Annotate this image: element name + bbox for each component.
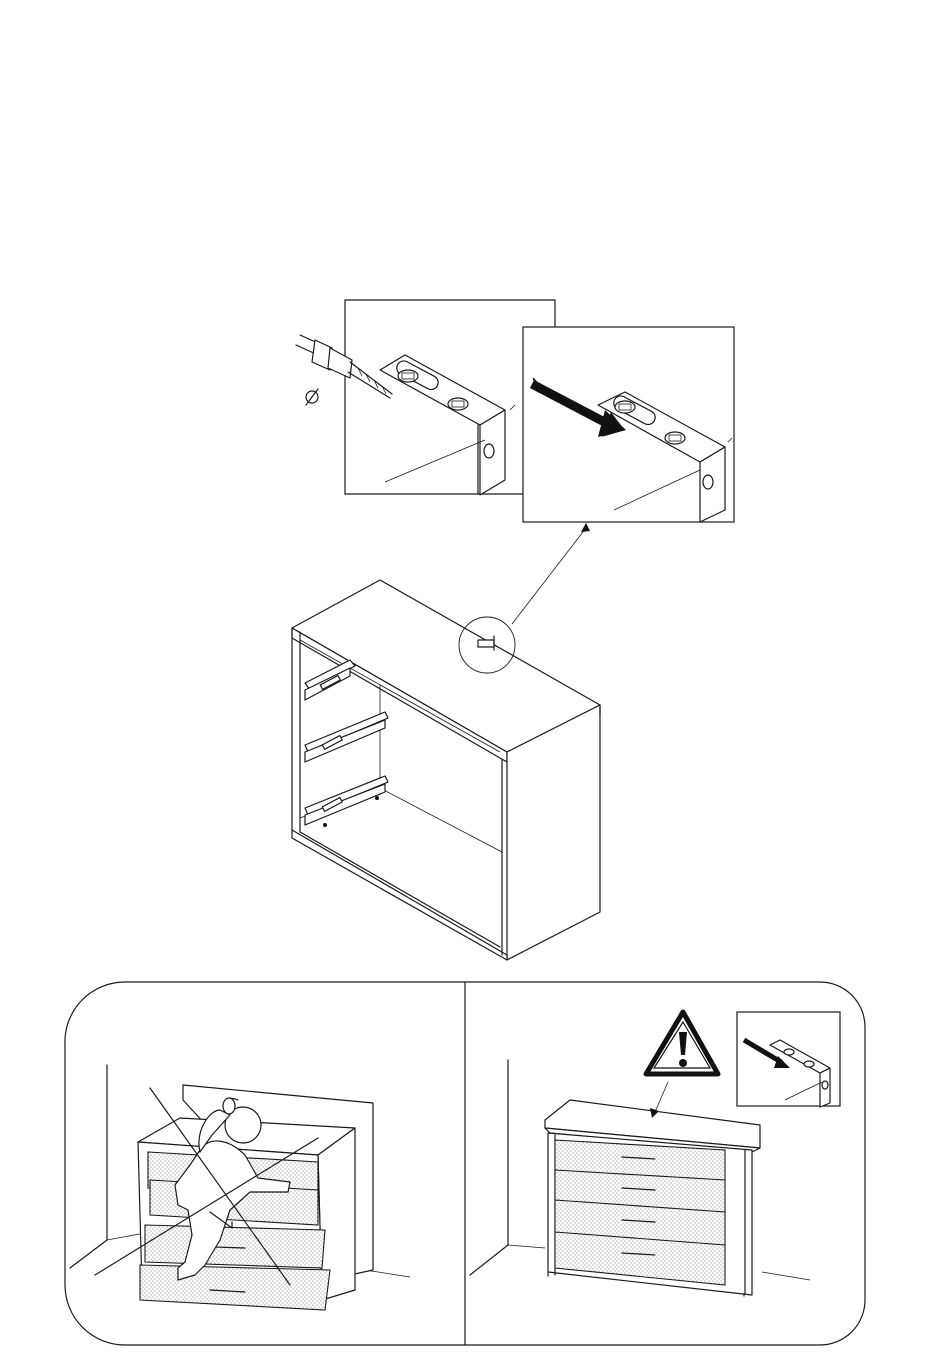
detail-drill-panel [296, 300, 555, 495]
child-climbing-crossed-out [70, 1065, 410, 1310]
drill-diameter-symbol [306, 389, 318, 405]
drill-icon [296, 335, 392, 398]
drawer-runner-top [305, 660, 355, 700]
detail-arrow-panel [523, 327, 734, 522]
inset-bracket-detail [737, 1012, 840, 1107]
drawer-runner-middle [305, 712, 388, 762]
chest-carcass-drawing [292, 580, 600, 960]
wall-bracket-drawing [380, 355, 515, 495]
detail-leader-line [512, 528, 586, 624]
drawer-runner-bottom [305, 776, 388, 827]
warning-triangle-icon [646, 1012, 718, 1118]
